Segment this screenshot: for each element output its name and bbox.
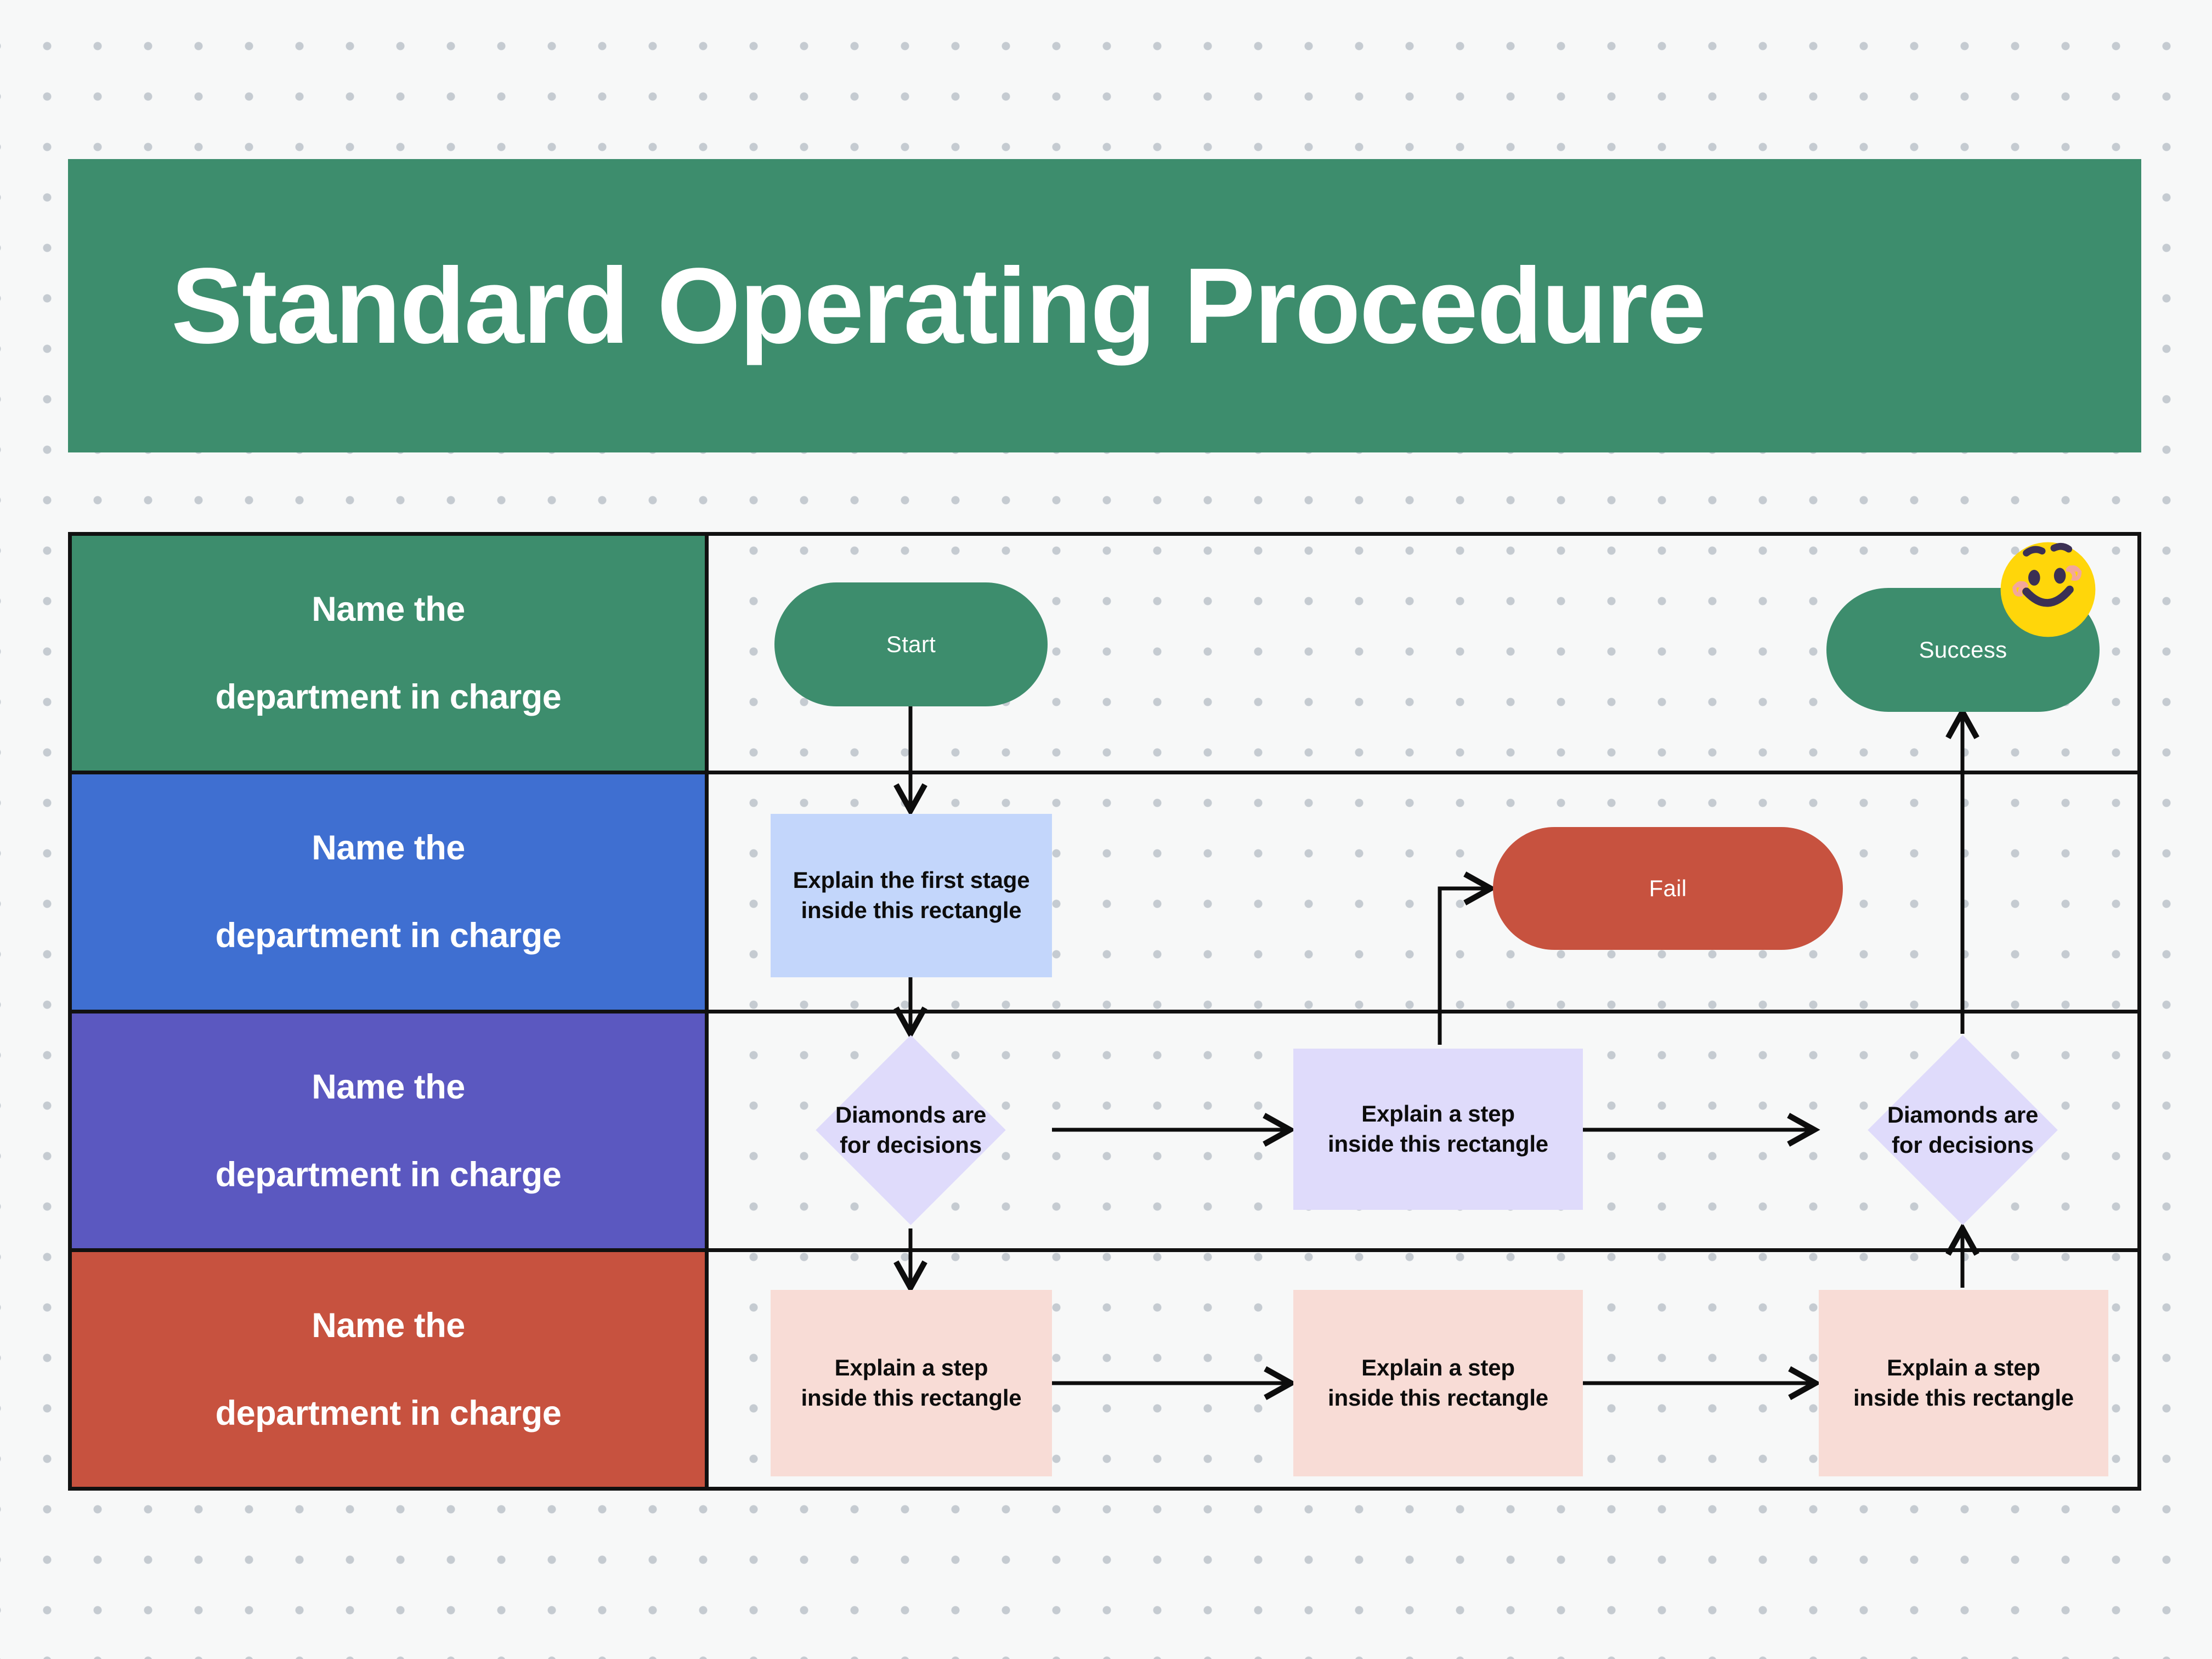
- swimlane-row-3: Name the department in charge: [72, 1013, 2137, 1252]
- swimlane-grid: Name the department in charge Name the d…: [68, 532, 2141, 1491]
- node-step-pink-1[interactable]: Explain a step inside this rectangle: [771, 1290, 1052, 1476]
- node-decision-left[interactable]: Diamonds are for decisions: [816, 1035, 1006, 1225]
- node-step-mid-line1: Explain a step: [1361, 1101, 1515, 1127]
- node-step-mid-line2: inside this rectangle: [1328, 1131, 1548, 1157]
- swimlane-row-1: Name the department in charge: [72, 536, 2137, 775]
- node-first-stage-line1: Explain the first stage: [793, 867, 1030, 893]
- node-first-stage[interactable]: Explain the first stage inside this rect…: [771, 814, 1052, 977]
- node-decision-right-line2: for decisions: [1892, 1131, 2034, 1158]
- node-step-pink-2[interactable]: Explain a step inside this rectangle: [1293, 1290, 1583, 1476]
- smiling-face-with-blush-emoji: [1999, 540, 2097, 639]
- node-step-pink-1-line2: inside this rectangle: [801, 1385, 1022, 1411]
- swimlane-row-4: Name the department in charge: [72, 1252, 2137, 1487]
- node-start-label: Start: [886, 631, 936, 657]
- node-step-pink-2-line2: inside this rectangle: [1328, 1385, 1548, 1411]
- node-step-pink-3[interactable]: Explain a step inside this rectangle: [1819, 1290, 2108, 1476]
- swimlane-label-2-line2: department in charge: [215, 916, 562, 955]
- node-first-stage-line2: inside this rectangle: [801, 897, 1022, 923]
- swimlane-label-1-line2: department in charge: [215, 678, 562, 717]
- node-step-pink-3-line1: Explain a step: [1887, 1355, 2040, 1381]
- swimlane-label-2-line1: Name the: [312, 829, 465, 868]
- node-step-pink-3-line2: inside this rectangle: [1853, 1385, 2074, 1411]
- node-step-pink-1-line1: Explain a step: [834, 1355, 988, 1381]
- node-start[interactable]: Start: [774, 582, 1048, 706]
- node-step-mid-purple[interactable]: Explain a step inside this rectangle: [1293, 1049, 1583, 1210]
- node-fail[interactable]: Fail: [1493, 827, 1843, 950]
- node-success-label: Success: [1919, 636, 2007, 663]
- swimlane-label-4-line1: Name the: [312, 1306, 465, 1345]
- swimlane-label-2[interactable]: Name the department in charge: [72, 774, 709, 1010]
- swimlane-label-4[interactable]: Name the department in charge: [72, 1252, 709, 1487]
- swimlane-row-2: Name the department in charge: [72, 774, 2137, 1013]
- swimlane-label-3-line2: department in charge: [215, 1155, 562, 1194]
- node-decision-right-line1: Diamonds are: [1887, 1101, 2039, 1128]
- node-step-pink-2-line1: Explain a step: [1361, 1355, 1515, 1381]
- node-decision-left-line1: Diamonds are: [835, 1101, 987, 1128]
- swimlane-label-3[interactable]: Name the department in charge: [72, 1013, 709, 1248]
- title-banner: Standard Operating Procedure: [68, 159, 2141, 452]
- swimlane-label-3-line1: Name the: [312, 1067, 465, 1106]
- swimlane-label-1-line1: Name the: [312, 590, 465, 629]
- node-fail-label: Fail: [1649, 875, 1687, 901]
- page-title: Standard Operating Procedure: [171, 245, 1706, 366]
- swimlane-label-1[interactable]: Name the department in charge: [72, 536, 709, 771]
- node-decision-right[interactable]: Diamonds are for decisions: [1868, 1035, 2058, 1225]
- swimlane-label-4-line2: department in charge: [215, 1394, 562, 1432]
- node-decision-left-line2: for decisions: [840, 1131, 982, 1158]
